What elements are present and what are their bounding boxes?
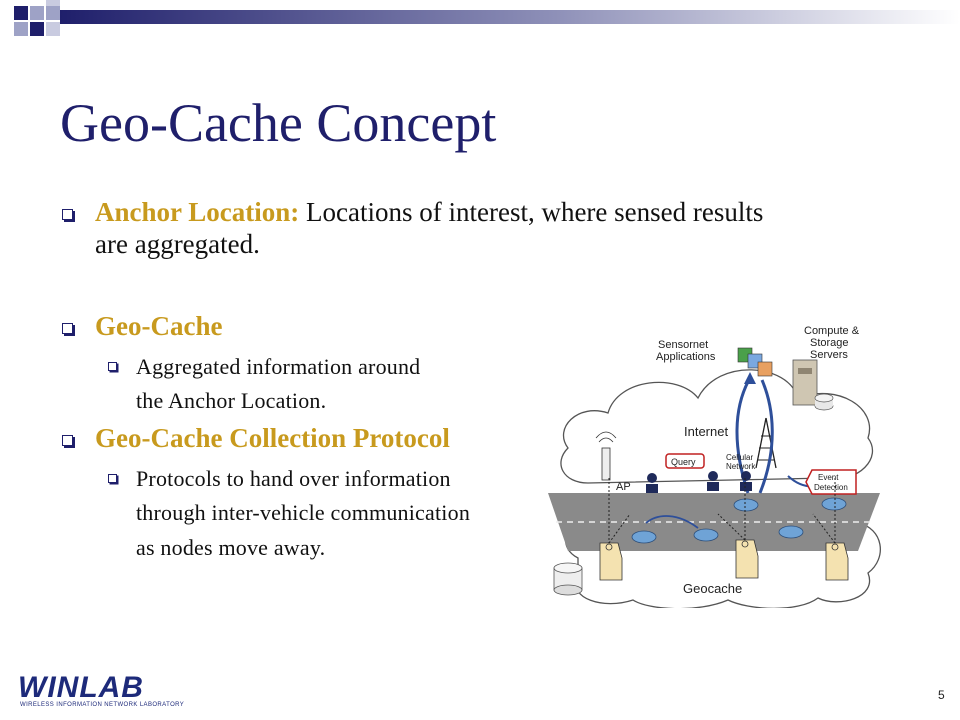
header-decoration (0, 0, 960, 40)
tag-tethers (608, 478, 836, 544)
protocol-sub-line-1: Protocols to hand over information (136, 466, 451, 491)
event-detection-label (805, 469, 857, 495)
slide-title: Geo-Cache Concept (60, 93, 497, 153)
sub-bullet-marker (108, 362, 117, 371)
ap-label: AP (616, 481, 631, 493)
winlab-logo: WINLAB WIRELESS INFORMATION NETWORK LABO… (18, 671, 184, 709)
logo-word: WINLAB (18, 671, 144, 704)
header-gradient-bar (14, 0, 960, 36)
server-icon (792, 359, 834, 411)
bullet-marker (62, 323, 73, 334)
logo-subtitle: WIRELESS INFORMATION NETWORK LABORATORY (20, 702, 185, 708)
protocol-sub-line-2: through inter-vehicle communication (136, 500, 471, 525)
geo-cache-bullet: Geo-Cache (95, 310, 222, 342)
page-number: 5 (938, 688, 945, 702)
vehicle-icons (631, 497, 847, 544)
protocol-bullet: Geo-Cache Collection Protocol (95, 422, 450, 454)
event-label-1: Event (818, 473, 839, 482)
protocol-sub-line-3: as nodes move away. (136, 535, 326, 560)
geocache-label: Geocache (683, 581, 742, 596)
bullet-marker (62, 435, 73, 446)
event-label-2: Detection (814, 483, 848, 492)
access-point-icon (595, 431, 617, 481)
storage-disk-icon (553, 562, 583, 596)
compute-label-2: Storage (810, 337, 849, 349)
geocache-tag-icons (599, 539, 849, 581)
application-window-icon (737, 347, 773, 377)
anchor-location-text: Locations of interest, where sensed resu… (299, 197, 764, 227)
handover-arrow (645, 515, 699, 529)
compute-label-1: Compute & (804, 325, 860, 337)
bullet-marker (62, 209, 73, 220)
cellular-label-1: Cellular (726, 453, 753, 462)
anchor-location-label: Anchor Location: (95, 197, 300, 227)
query-text: Query (671, 457, 696, 467)
anchor-location-text-cont: are aggregated. (95, 229, 260, 259)
geo-cache-sub-line-1: Aggregated information around (136, 354, 421, 379)
geo-cache-sub-line-2: the Anchor Location. (136, 388, 327, 413)
query-label (665, 453, 705, 469)
internet-label: Internet (684, 424, 728, 439)
geocache-diagram: Sensornet Applications Compute & Storage… (548, 325, 881, 608)
sub-bullet-marker (108, 474, 117, 483)
protocol-label: Geo-Cache Collection Protocol (95, 423, 450, 453)
geo-cache-label: Geo-Cache (95, 311, 223, 341)
sensornet-label-2: Applications (656, 351, 716, 363)
compute-label-3: Servers (810, 349, 848, 361)
cellular-label-2: Network (726, 462, 756, 471)
anchor-location-bullet: Anchor Location: Locations of interest, … (95, 196, 895, 228)
sensornet-label-1: Sensornet (658, 339, 708, 351)
user-icon (646, 471, 752, 493)
